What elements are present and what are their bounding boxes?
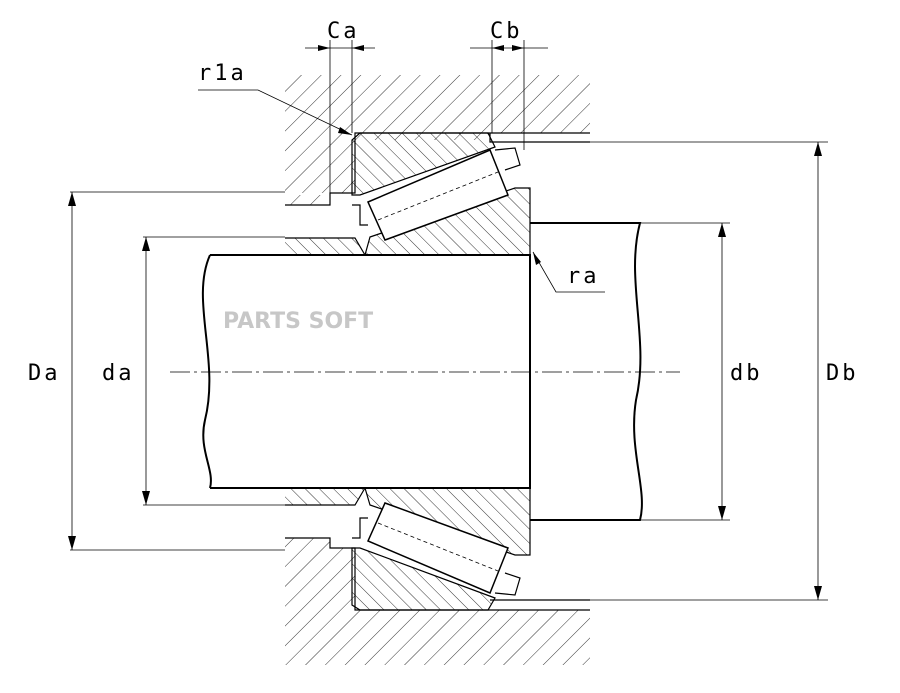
label-ca: Ca xyxy=(327,19,360,44)
roller-lower xyxy=(367,502,509,594)
outer-ring-upper xyxy=(351,132,496,196)
label-r1a: r1a xyxy=(198,61,247,86)
label-db-inner: db xyxy=(730,361,763,386)
cage-lower xyxy=(352,517,521,596)
inner-ring-lower xyxy=(364,487,531,556)
label-db-outer: Db xyxy=(826,361,859,386)
label-cb: Cb xyxy=(490,19,523,44)
outer-ring-lower xyxy=(351,547,496,611)
label-da-inner: da xyxy=(102,361,135,386)
dimension-lines xyxy=(68,40,828,601)
shaft-shoulder xyxy=(285,237,366,506)
label-da-outer: Da xyxy=(28,361,61,386)
label-ra: ra xyxy=(567,264,600,289)
roller-upper xyxy=(367,149,509,241)
watermark: PARTS SOFT xyxy=(223,309,373,334)
cage-upper xyxy=(352,147,521,226)
